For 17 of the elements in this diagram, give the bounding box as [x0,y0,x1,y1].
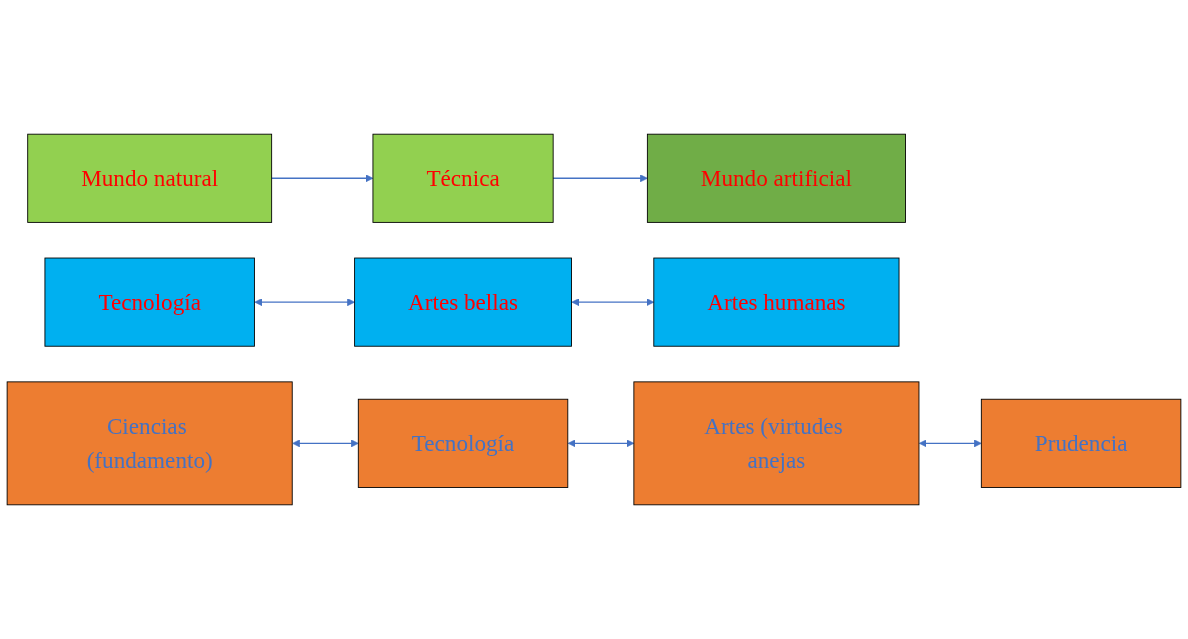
arrow [567,439,635,448]
node-box: Mundo natural [27,133,273,223]
node-box: Tecnología [44,257,255,347]
arrow [552,174,648,183]
node-box: Mundo artificial [646,133,906,223]
node-box: Artes bellas [354,257,572,347]
node-box: Prudencia [980,398,1182,488]
arrow [270,174,374,183]
node-box: Técnica [372,133,554,223]
arrow [254,298,355,307]
node-box: Artes humanas [653,257,900,347]
arrow [571,298,655,307]
node-box: Tecnología [357,398,569,488]
arrow [918,439,982,448]
node-box: Ciencias (fundamento) [6,381,293,506]
node-box: Artes (virtudes anejas [633,381,920,506]
arrow [292,439,359,448]
